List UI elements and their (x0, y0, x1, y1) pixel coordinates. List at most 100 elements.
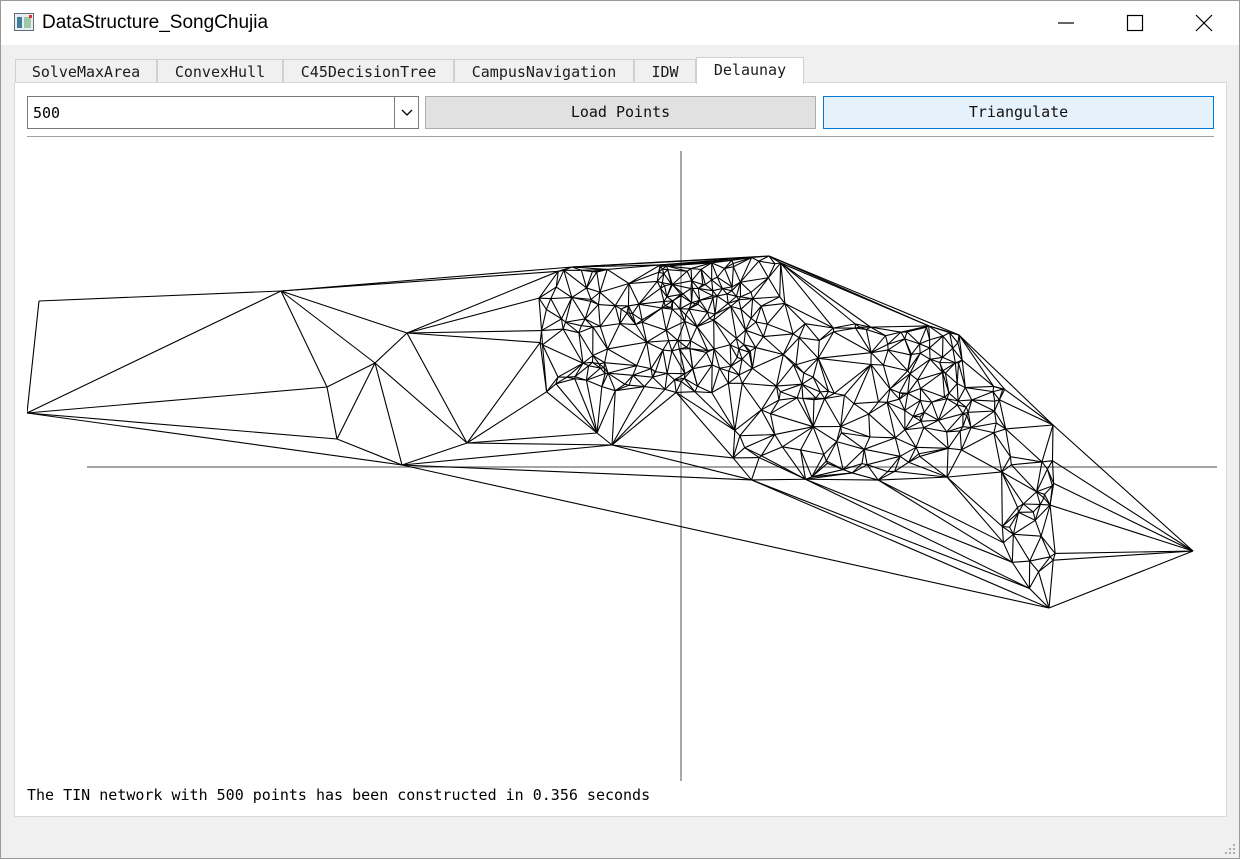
tin-edge (961, 449, 1002, 473)
tin-edge (607, 365, 637, 374)
close-button[interactable] (1169, 1, 1239, 45)
tin-edge (852, 472, 879, 481)
point-count-select[interactable]: 500 (27, 96, 419, 129)
tin-edge (738, 348, 750, 353)
tab-c45decisiontree[interactable]: C45DecisionTree (283, 59, 454, 83)
tin-edge (993, 422, 997, 433)
title-bar[interactable]: DataStructure_SongChujia (1, 1, 1239, 45)
tin-edge (658, 268, 663, 273)
tin-edge (717, 293, 728, 297)
tin-edge (666, 284, 673, 298)
tin-edge (38, 290, 282, 302)
tin-edge (692, 352, 707, 370)
tin-edge (677, 321, 686, 341)
tin-edge (931, 401, 939, 421)
tin-edge (662, 282, 672, 285)
tin-edge (889, 370, 909, 390)
tin-edge (664, 285, 668, 297)
tin-edge (731, 266, 734, 287)
tin-edge (674, 377, 685, 381)
tin-edge (916, 446, 949, 449)
tin-edge (661, 273, 665, 283)
tab-delaunay[interactable]: Delaunay (696, 57, 804, 84)
tin-edge (767, 262, 782, 279)
tin-edge (942, 362, 956, 372)
tab-idw[interactable]: IDW (634, 59, 696, 83)
tin-edge (939, 362, 944, 373)
tin-edge (615, 386, 645, 392)
tin-edge (861, 463, 868, 466)
chevron-down-icon (401, 109, 413, 116)
tin-edge (864, 448, 901, 457)
minimize-button[interactable] (1031, 1, 1101, 45)
tin-edge (961, 359, 995, 387)
tin-edge (711, 279, 723, 289)
tab-solvemaxarea[interactable]: SolveMaxArea (15, 59, 157, 83)
tin-edge (582, 355, 594, 364)
tin-edge (1052, 424, 1194, 552)
tin-edge (751, 255, 770, 259)
tin-edge (792, 323, 806, 335)
tin-edge (995, 422, 1006, 430)
tin-edge (886, 401, 906, 411)
tin-edge (729, 344, 732, 367)
tin-edge (555, 376, 568, 385)
tin-edge (336, 362, 376, 440)
tin-edge (1049, 556, 1054, 561)
tin-edge (1048, 550, 1194, 609)
tin-edge (732, 447, 746, 459)
resize-grip-icon[interactable] (1224, 843, 1236, 855)
tin-edge (586, 271, 598, 289)
tin-edge (665, 320, 686, 331)
tin-edge (931, 398, 948, 403)
tab-campusnavigation[interactable]: CampusNavigation (454, 59, 634, 83)
tin-edge (946, 448, 949, 478)
tin-edge (716, 268, 725, 278)
tin-edge (1003, 533, 1014, 544)
tin-edge (899, 446, 917, 457)
tin-edge (853, 403, 870, 415)
tin-edge (586, 287, 592, 300)
tab-convexhull[interactable]: ConvexHull (157, 59, 283, 83)
tin-edge (855, 327, 872, 353)
tin-edge (920, 412, 925, 422)
tin-edge (1038, 571, 1050, 609)
tin-edge (614, 283, 630, 306)
triangulate-button[interactable]: Triangulate (823, 96, 1214, 129)
load-points-button[interactable]: Load Points (425, 96, 816, 129)
tin-edge (782, 354, 794, 366)
tin-edge (798, 337, 819, 359)
tin-edge (1053, 550, 1194, 561)
tin-edge (1018, 511, 1036, 521)
tin-edge (662, 268, 668, 271)
tin-edge (812, 376, 829, 392)
tin-edge (919, 455, 948, 478)
tin-edge (907, 388, 921, 394)
tin-edge (800, 449, 824, 455)
tin-edge (1055, 550, 1194, 555)
tin-edge (795, 364, 805, 374)
tin-edge (1009, 456, 1012, 465)
tin-edge (1044, 485, 1053, 495)
tin-edge (1017, 503, 1024, 508)
tin-edge (563, 270, 573, 298)
tin-edge (800, 426, 814, 451)
tin-edge (538, 286, 557, 299)
tin-edge (750, 277, 769, 293)
tin-edge (796, 384, 803, 399)
tin-edge (1005, 428, 1011, 457)
tin-edge (920, 421, 925, 428)
tin-edge (688, 302, 693, 310)
tin-edge (1001, 471, 1024, 505)
tin-edge (957, 400, 967, 408)
tin-canvas[interactable] (27, 143, 1217, 783)
tin-edge (604, 348, 609, 363)
tin-edge (690, 268, 693, 281)
tin-edge (1036, 491, 1041, 505)
tin-edge (768, 255, 781, 264)
tin-edge (740, 309, 747, 331)
tin-edge (836, 432, 842, 442)
dropdown-button[interactable] (394, 97, 418, 128)
maximize-button[interactable] (1100, 1, 1170, 45)
tin-edge (775, 354, 784, 387)
